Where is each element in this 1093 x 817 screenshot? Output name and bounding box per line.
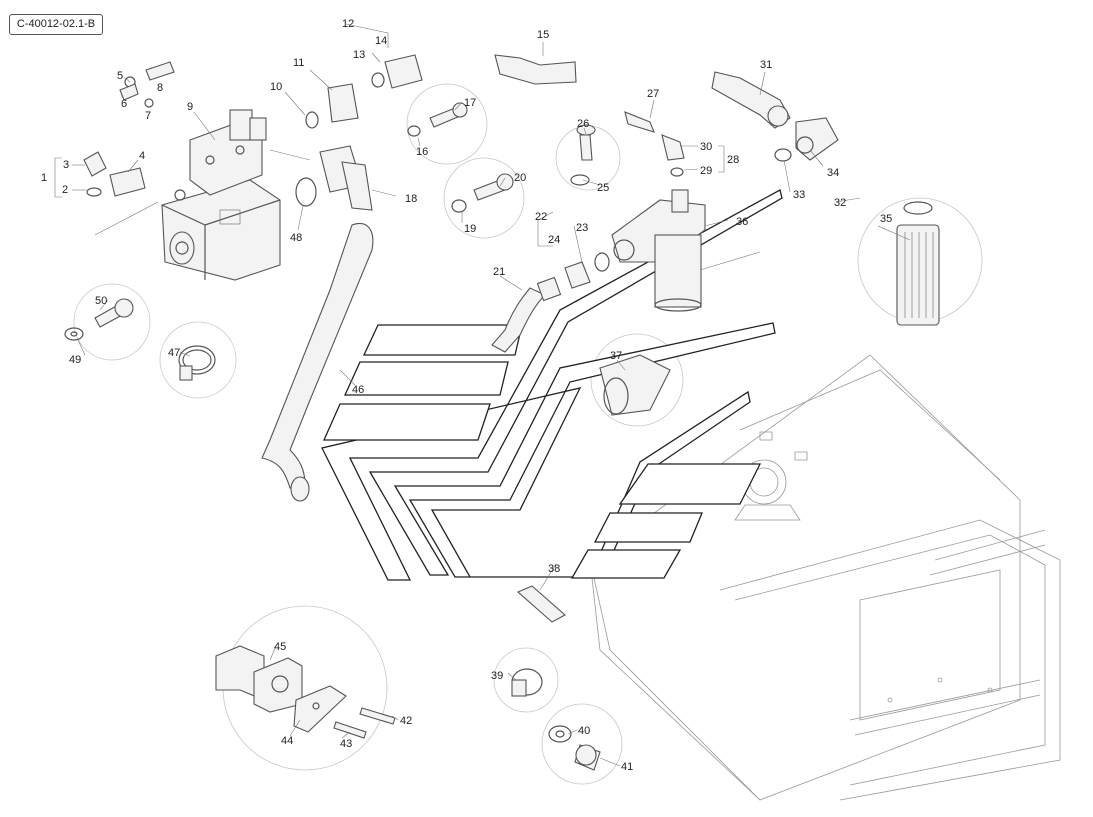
callout-43: 43 bbox=[340, 738, 352, 750]
callout-27: 27 bbox=[647, 88, 659, 100]
hydraulic-tank bbox=[589, 354, 1061, 801]
pump-fittings bbox=[83, 61, 175, 197]
callout-48: 48 bbox=[290, 232, 302, 244]
callout-23: 23 bbox=[576, 222, 588, 234]
callout-39: 39 bbox=[491, 670, 503, 682]
callout-41: 41 bbox=[621, 761, 633, 773]
callout-24: 24 bbox=[548, 234, 560, 246]
upper-fittings bbox=[371, 54, 839, 177]
callout-16: 16 bbox=[416, 146, 428, 158]
callout-5: 5 bbox=[117, 70, 123, 82]
callout-44: 44 bbox=[281, 735, 293, 747]
callout-18: 18 bbox=[405, 193, 417, 205]
callout-8: 8 bbox=[157, 82, 163, 94]
callout-31: 31 bbox=[760, 59, 772, 71]
hydraulic-pump bbox=[161, 109, 281, 281]
clamps-and-brackets bbox=[178, 345, 566, 733]
callout-20: 20 bbox=[514, 172, 526, 184]
callout-3: 3 bbox=[63, 159, 69, 171]
callout-29: 29 bbox=[700, 165, 712, 177]
callout-33: 33 bbox=[793, 189, 805, 201]
suction-hose bbox=[261, 83, 374, 502]
return-filter bbox=[491, 189, 940, 416]
callout-7: 7 bbox=[145, 110, 151, 122]
callout-46: 46 bbox=[352, 384, 364, 396]
callout-11: 11 bbox=[293, 57, 304, 69]
callout-38: 38 bbox=[548, 563, 560, 575]
callout-17: 17 bbox=[464, 97, 476, 109]
callout-42: 42 bbox=[400, 715, 412, 727]
callout-28: 28 bbox=[727, 154, 739, 166]
callout-10: 10 bbox=[270, 81, 282, 93]
leader-lines bbox=[54, 23, 911, 767]
drawing-reference-label: C-40012-02.1-B bbox=[9, 14, 103, 35]
callout-25: 25 bbox=[597, 182, 609, 194]
callout-15: 15 bbox=[537, 29, 549, 41]
callout-4: 4 bbox=[139, 150, 145, 162]
callout-26: 26 bbox=[577, 118, 589, 130]
tank-chevron-outline bbox=[321, 189, 783, 581]
callout-13: 13 bbox=[353, 49, 365, 61]
callout-32: 32 bbox=[834, 197, 846, 209]
bolts-and-washers bbox=[64, 102, 601, 771]
callout-1: 1 bbox=[41, 172, 47, 184]
callout-14: 14 bbox=[375, 35, 387, 47]
callout-45: 45 bbox=[274, 641, 286, 653]
callout-37: 37 bbox=[610, 350, 622, 362]
callout-36: 36 bbox=[736, 216, 748, 228]
callout-30: 30 bbox=[700, 141, 712, 153]
callout-35: 35 bbox=[880, 213, 892, 225]
callout-19: 19 bbox=[464, 223, 476, 235]
callout-50: 50 bbox=[95, 295, 107, 307]
callout-49: 49 bbox=[69, 354, 81, 366]
callout-12: 12 bbox=[342, 18, 354, 30]
callout-6: 6 bbox=[121, 98, 127, 110]
callout-47: 47 bbox=[168, 347, 180, 359]
callout-40: 40 bbox=[578, 725, 590, 737]
callout-labels: 1 2 3 4 5 6 7 8 9 10 11 12 13 14 15 16 1… bbox=[41, 18, 892, 773]
callout-2: 2 bbox=[62, 184, 68, 196]
callout-9: 9 bbox=[187, 101, 193, 113]
callout-34: 34 bbox=[827, 167, 839, 179]
callout-22: 22 bbox=[535, 211, 547, 223]
callout-21: 21 bbox=[493, 266, 505, 278]
